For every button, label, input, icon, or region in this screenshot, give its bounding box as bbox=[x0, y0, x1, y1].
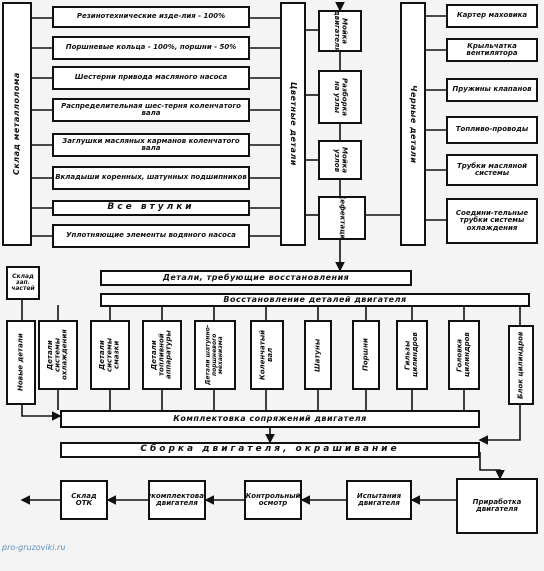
parts-restoration-bar: Восстановление деталей двигателя bbox=[100, 293, 530, 307]
ferrous-item: Соедини-тельные трубки системы охлаждени… bbox=[446, 198, 538, 244]
scrap-item: Распределительная шес-терня коленчатого … bbox=[52, 98, 250, 122]
scrap-warehouse-label: Склад металлолома bbox=[2, 2, 32, 246]
restoration-item: Шатуны bbox=[304, 320, 332, 390]
new-parts: Новые детали bbox=[6, 320, 36, 405]
process-step: Мойка узлов bbox=[318, 140, 362, 180]
ferrous-item: Топливо-проводы bbox=[446, 116, 538, 144]
control-inspection: Контрольный осмотр bbox=[244, 480, 302, 520]
restoration-item: Коленчатый вал bbox=[250, 320, 284, 390]
restoration-item: Блок цилиндров bbox=[508, 325, 534, 405]
engine-completion: Доукомплектование двигателя bbox=[148, 480, 206, 520]
restoration-item: Поршни bbox=[352, 320, 380, 390]
restoration-item: Головка цилиндров bbox=[448, 320, 480, 390]
restoration-item: Детали системы охлаждения bbox=[38, 320, 78, 390]
restoration-item: Детали системы смазки bbox=[90, 320, 130, 390]
engine-assembly: Сборка двигателя, окрашивание bbox=[60, 442, 480, 458]
ferrous-item: Трубки масляной системы bbox=[446, 154, 538, 186]
process-step: Разборка на узлы bbox=[318, 70, 362, 124]
parts-requiring-restoration: Детали, требующие восстановления bbox=[100, 270, 412, 286]
non-ferrous-parts-label: Цветные детали bbox=[280, 2, 306, 246]
ferrous-item: Крыльчатка вентилятора bbox=[446, 38, 538, 62]
scrap-item: Поршневые кольца - 100%, поршни - 50% bbox=[52, 36, 250, 60]
engine-running-in: Приработка двигателя bbox=[456, 478, 538, 534]
ferrous-item: Пружины клапанов bbox=[446, 78, 538, 102]
qc-warehouse: Склад ОТК bbox=[60, 480, 108, 520]
scrap-item: Шестерни привода масляного насоса bbox=[52, 66, 250, 90]
scrap-item: Уплотняющие элементы водяного насоса bbox=[52, 224, 250, 248]
engine-kitting: Комплектовка сопряжений двигателя bbox=[60, 410, 480, 428]
engine-testing: Испытания двигателя bbox=[346, 480, 412, 520]
restoration-item: Детали топливной аппаратуры bbox=[142, 320, 182, 390]
scrap-item: Заглушки масляных карманов коленчатого в… bbox=[52, 133, 250, 157]
spare-parts-warehouse: Склад зап. частей bbox=[6, 266, 40, 300]
ferrous-item: Картер маховика bbox=[446, 4, 538, 28]
ferrous-parts-label: Черные детали bbox=[400, 2, 426, 246]
scrap-item: Вкладыши коренных, шатунных подшипников bbox=[52, 166, 250, 190]
restoration-item: Гильзы цилиндров bbox=[396, 320, 428, 390]
scrap-item: Все втулки bbox=[52, 200, 250, 216]
restoration-item: Детали шатунно-поршневого механизма bbox=[194, 320, 236, 390]
watermark: pro-gruzoviki.ru bbox=[2, 543, 66, 552]
scrap-item: Резинотехнические изде-лия - 100% bbox=[52, 6, 250, 28]
process-step: Мойка двигателя bbox=[318, 10, 362, 52]
process-step: Дефектация bbox=[318, 196, 366, 240]
